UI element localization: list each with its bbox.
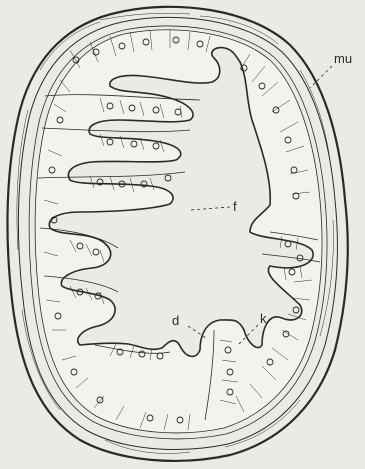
label-k: k [260, 312, 267, 325]
label-f: f [233, 200, 237, 213]
label-d: d [172, 314, 179, 327]
label-mu: mu [334, 52, 352, 65]
